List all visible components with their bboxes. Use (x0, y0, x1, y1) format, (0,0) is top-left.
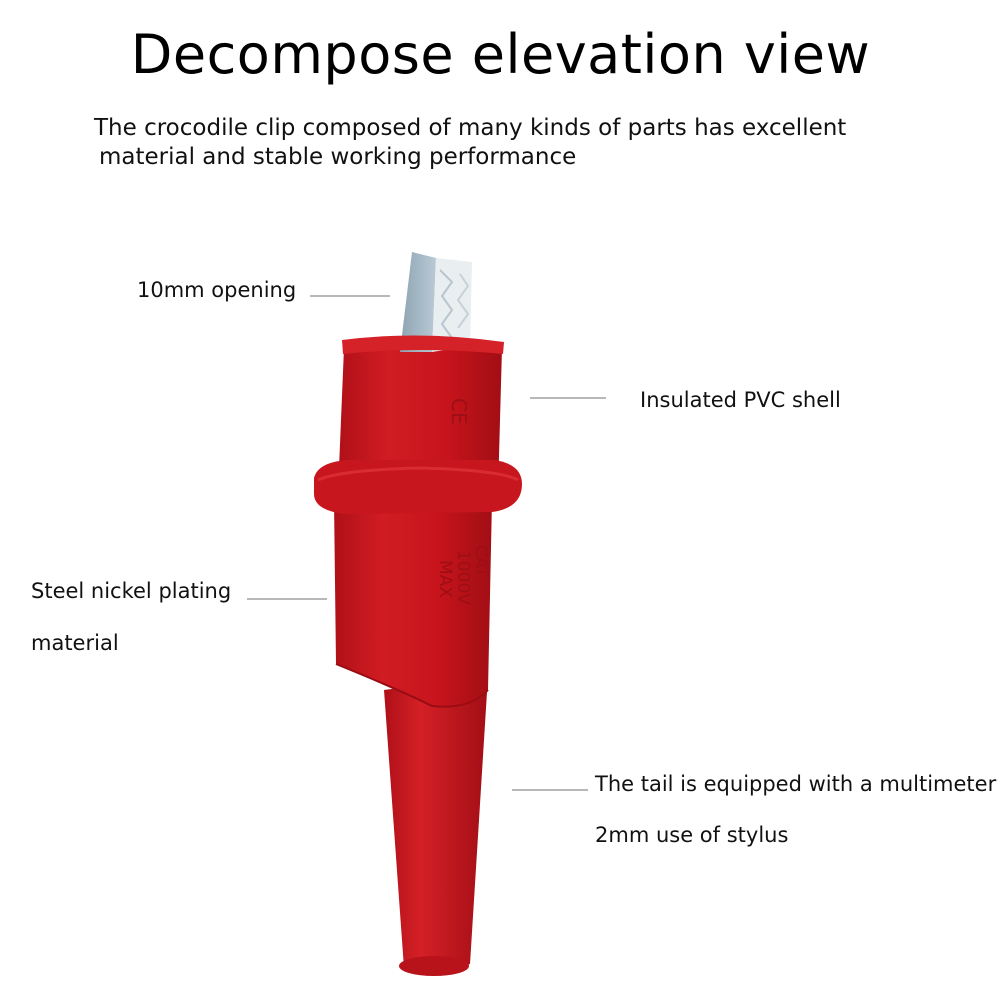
marking-lower-3: CAT (471, 545, 491, 578)
clip-upper-body (338, 348, 502, 492)
page-subtitle: The crocodile clip composed of many kind… (94, 114, 954, 172)
clip-collar-ring (314, 460, 522, 514)
leader-line-tail (512, 789, 588, 791)
clip-jaw (400, 252, 472, 352)
subtitle-line-1: The crocodile clip composed of many kind… (94, 115, 847, 141)
leader-line-opening (310, 295, 390, 297)
clip-tail (384, 676, 488, 972)
marking-upper: CE (447, 398, 471, 425)
label-tail-multimeter: The tail is equipped with a multimeter (595, 772, 997, 796)
label-steel-nickel-plating: Steel nickel plating (31, 579, 232, 603)
label-insulated-pvc-shell: Insulated PVC shell (640, 388, 841, 412)
clip-slant-edge (335, 663, 489, 708)
marking-lower-1: MAX (435, 560, 455, 598)
page-title: Decompose elevation view (130, 23, 871, 86)
label-steel-nickel-plating-line2: material (31, 631, 119, 655)
marking-lower-2: 1000V (453, 550, 473, 605)
clip-top-rim (342, 335, 504, 354)
subtitle-line-2: material and stable working performance (99, 144, 577, 170)
clip-lower-body (334, 500, 492, 707)
leader-line-shell (530, 397, 606, 399)
label-tail-multimeter-line2: 2mm use of stylus (595, 823, 789, 847)
clip-tail-end (399, 956, 469, 976)
leader-line-plating (247, 598, 327, 600)
label-10mm-opening: 10mm opening (137, 278, 297, 302)
